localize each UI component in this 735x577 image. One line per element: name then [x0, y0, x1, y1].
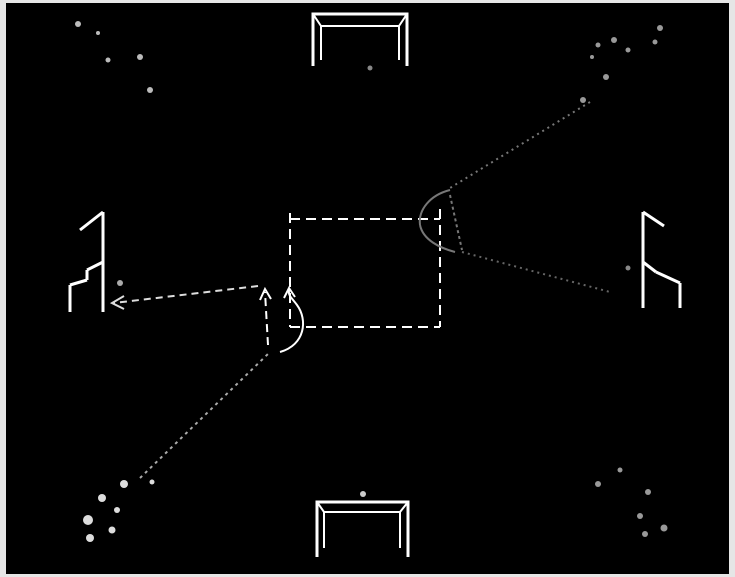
player-marker-bottom-goal — [360, 491, 366, 497]
player-marker — [603, 74, 609, 80]
player-marker — [114, 507, 120, 513]
player-marker — [120, 480, 128, 488]
player-marker — [150, 480, 155, 485]
player-marker — [83, 515, 93, 525]
player-marker — [96, 31, 100, 35]
player-marker — [98, 494, 106, 502]
player-marker — [580, 97, 586, 103]
player-marker — [653, 40, 658, 45]
player-marker — [86, 534, 94, 542]
player-marker — [645, 489, 651, 495]
player-marker — [626, 48, 631, 53]
player-marker — [109, 527, 116, 534]
player-marker — [611, 37, 617, 43]
player-marker-top-goal — [368, 66, 373, 71]
player-marker — [75, 21, 81, 27]
player-marker-right-goal — [626, 266, 631, 271]
player-marker — [642, 531, 648, 537]
player-marker — [661, 525, 668, 532]
player-marker — [595, 481, 601, 487]
player-marker — [596, 43, 601, 48]
player-marker — [147, 87, 153, 93]
player-marker-left-goal — [117, 280, 123, 286]
pitch-background — [6, 3, 729, 574]
player-marker — [590, 55, 594, 59]
player-marker — [106, 58, 111, 63]
player-marker — [618, 468, 623, 473]
player-marker — [657, 25, 663, 31]
player-marker — [637, 513, 643, 519]
player-marker — [137, 54, 143, 60]
